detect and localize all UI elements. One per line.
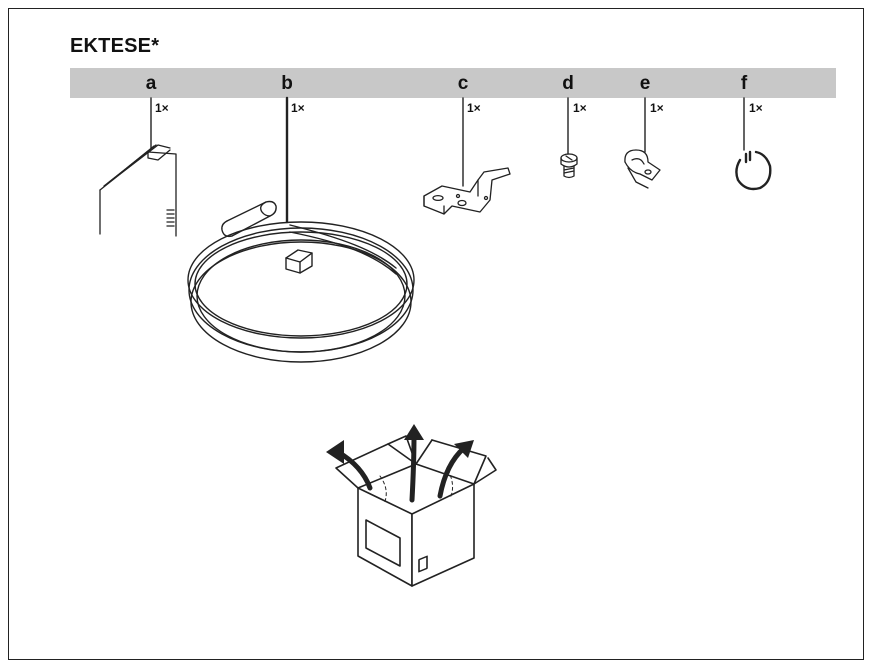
item-qty-f: 1× [749,101,763,115]
manual-booklet-icon [99,144,177,237]
page-title: EKTESE* [70,35,160,57]
cable-clamp-icon [624,149,661,189]
item-qty-d: 1× [573,101,587,115]
leader-lines [150,96,745,224]
item-letter-a: a [145,73,157,94]
diagram-frame [8,8,864,660]
mounting-bracket-icon [423,167,511,215]
item-qty-a: 1× [155,101,169,115]
item-letter-d: d [562,73,574,94]
item-letter-b: b [281,73,293,94]
item-letter-c: c [457,73,469,94]
item-qty-c: 1× [467,101,481,115]
screw-icon [560,153,578,179]
item-letter-f: f [740,73,748,94]
sensor-cable-coil-icon [187,200,415,363]
item-header-bar [70,68,836,98]
item-qty-b: 1× [291,101,305,115]
item-qty-e: 1× [650,101,664,115]
cable-tie-ring-icon [735,150,772,191]
open-box-icon [326,424,497,587]
item-letter-e: e [639,73,651,94]
